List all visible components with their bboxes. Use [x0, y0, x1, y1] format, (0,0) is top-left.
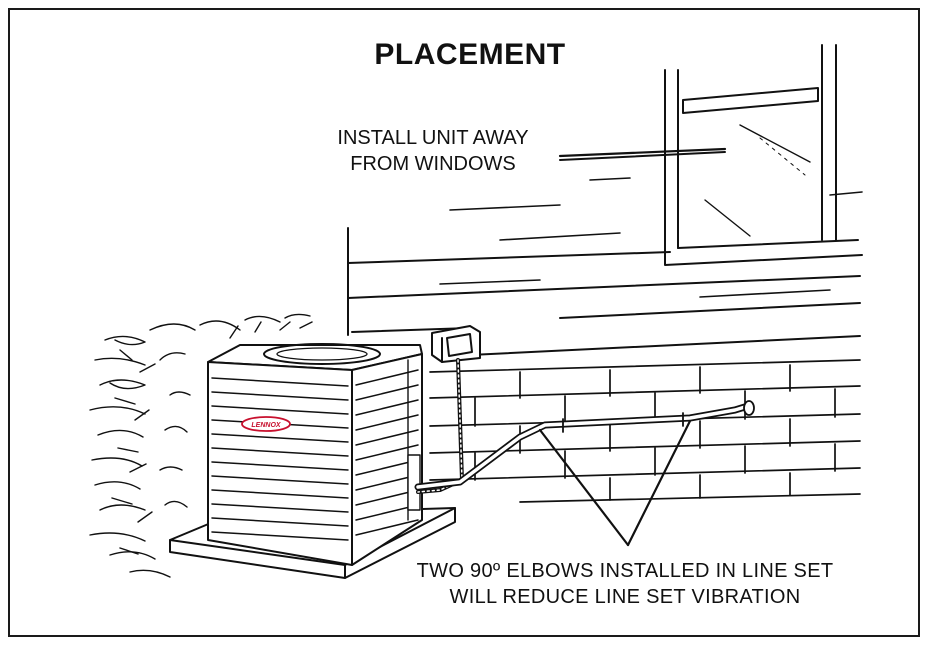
svg-text:LENNOX: LENNOX	[251, 422, 282, 429]
elbow-callout-line-2: WILL REDUCE LINE SET VIBRATION	[449, 586, 801, 608]
house-siding	[347, 151, 863, 356]
disconnect-box	[431, 325, 481, 363]
house-window	[664, 44, 863, 266]
brick-foundation	[429, 359, 861, 503]
conduit-and-line-set	[414, 358, 755, 494]
window-callout-line-1: INSTALL UNIT AWAY	[337, 127, 529, 149]
leader-lines	[538, 147, 727, 547]
diagram-title: PLACEMENT	[374, 38, 566, 71]
window-callout-line-2: FROM WINDOWS	[350, 153, 516, 175]
elbow-callout: TWO 90º ELBOWS INSTALLED IN LINE SET WIL…	[355, 558, 895, 610]
window-callout: INSTALL UNIT AWAY FROM WINDOWS	[298, 125, 568, 177]
ac-condensing-unit	[207, 343, 423, 566]
elbow-callout-line-1: TWO 90º ELBOWS INSTALLED IN LINE SET	[416, 560, 834, 582]
lennox-logo: LENNOX	[241, 416, 291, 432]
shrubs	[89, 313, 313, 578]
diagram-frame	[8, 8, 920, 637]
